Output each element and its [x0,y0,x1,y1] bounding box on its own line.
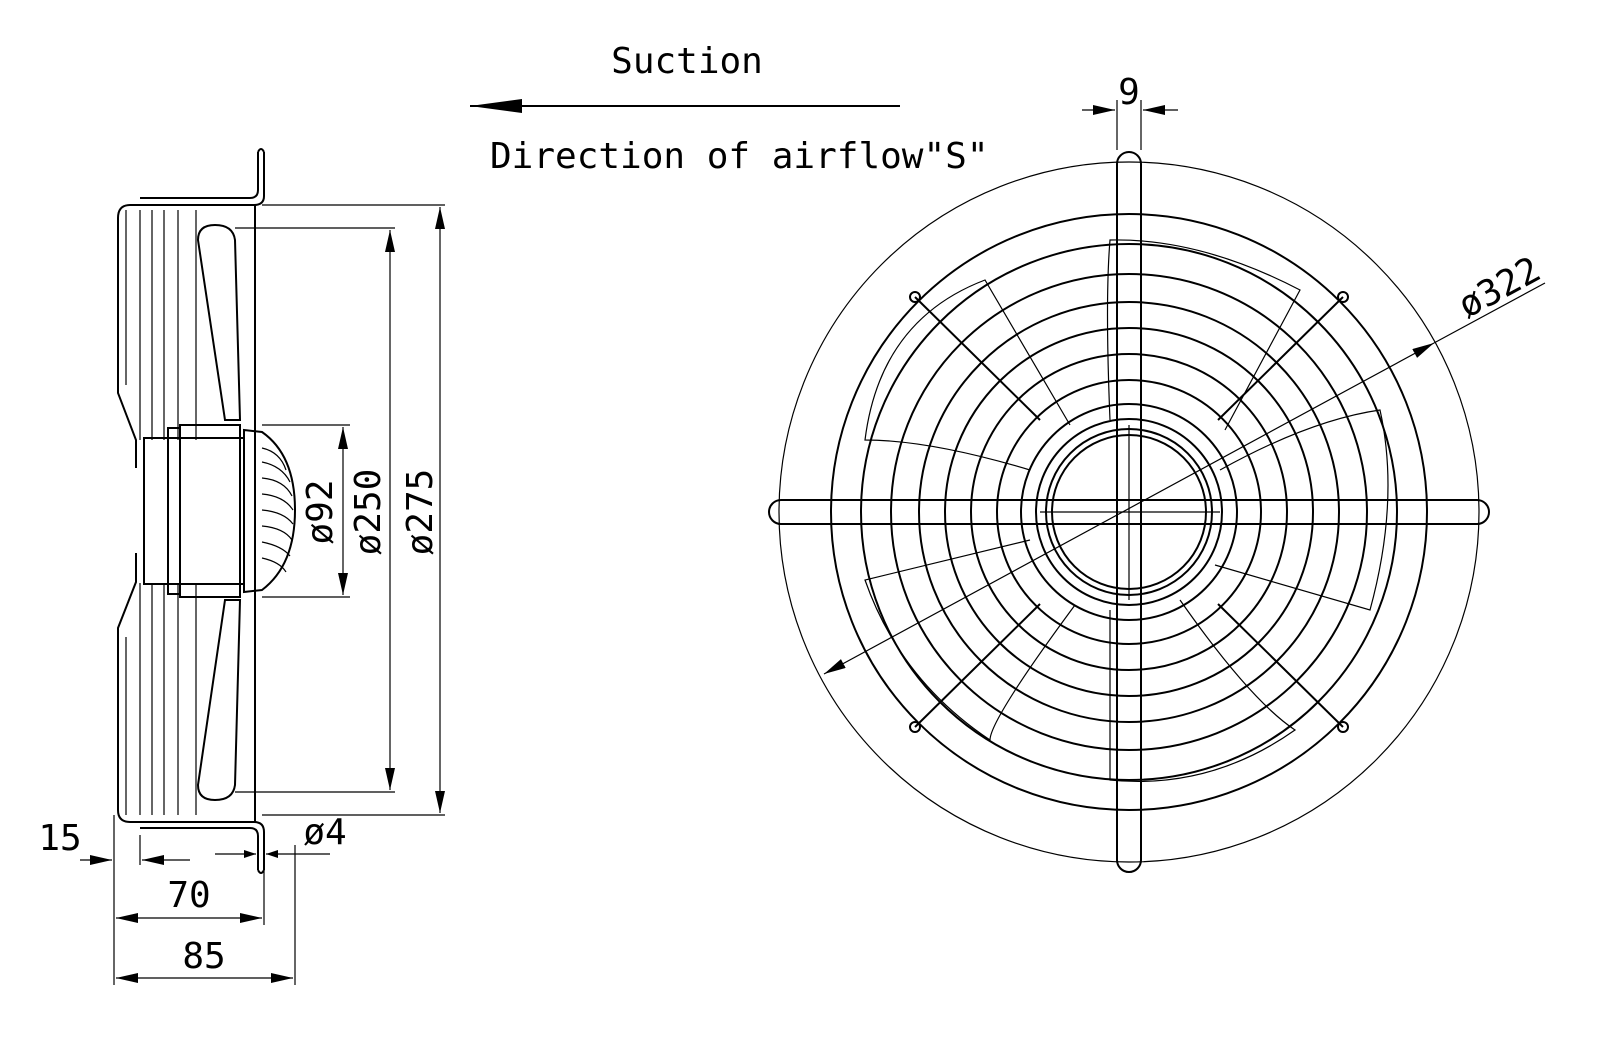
dim-line-322 [823,342,1435,675]
dim-label-322: ø322 [1452,249,1548,326]
dim-label-275: ø275 [400,469,441,556]
bracket-inner-bottom [140,827,259,870]
side-view: ø92 ø250 ø275 15 ø4 70 85 [38,148,445,985]
suction-label: Suction [611,41,763,82]
dim-label-250: ø250 [348,469,389,556]
motor-body [143,437,245,585]
guard-frame-bottom [117,553,265,870]
outer-diameter-circle [778,161,1480,863]
airflow-direction-label: Direction of airflow"S" [490,136,989,177]
motor-rotor [243,428,297,594]
airflow-arrow-head [470,99,522,113]
dim-label-85: 85 [182,936,225,977]
motor-ring-2 [179,424,241,598]
rotor-fins [261,447,294,573]
blade-top [196,223,242,421]
dim-label-70: 70 [167,875,210,916]
front-view: ø322 9 [768,72,1548,873]
bracket-tip-bottom [257,869,265,874]
dim-label-9: 9 [1118,72,1140,113]
dim-label-15: 15 [38,818,81,859]
dim-label-4: ø4 [303,812,346,853]
guard-rings-side [125,210,197,815]
bracket-tip-top [257,148,265,153]
motor-ring-1 [167,427,181,595]
blade-bottom [196,599,242,802]
bracket-inner-top [140,152,259,199]
dim-label-92: ø92 [300,479,341,544]
guard-frame-top [117,152,265,468]
airflow-header: Suction Direction of airflow"S" [470,41,989,177]
